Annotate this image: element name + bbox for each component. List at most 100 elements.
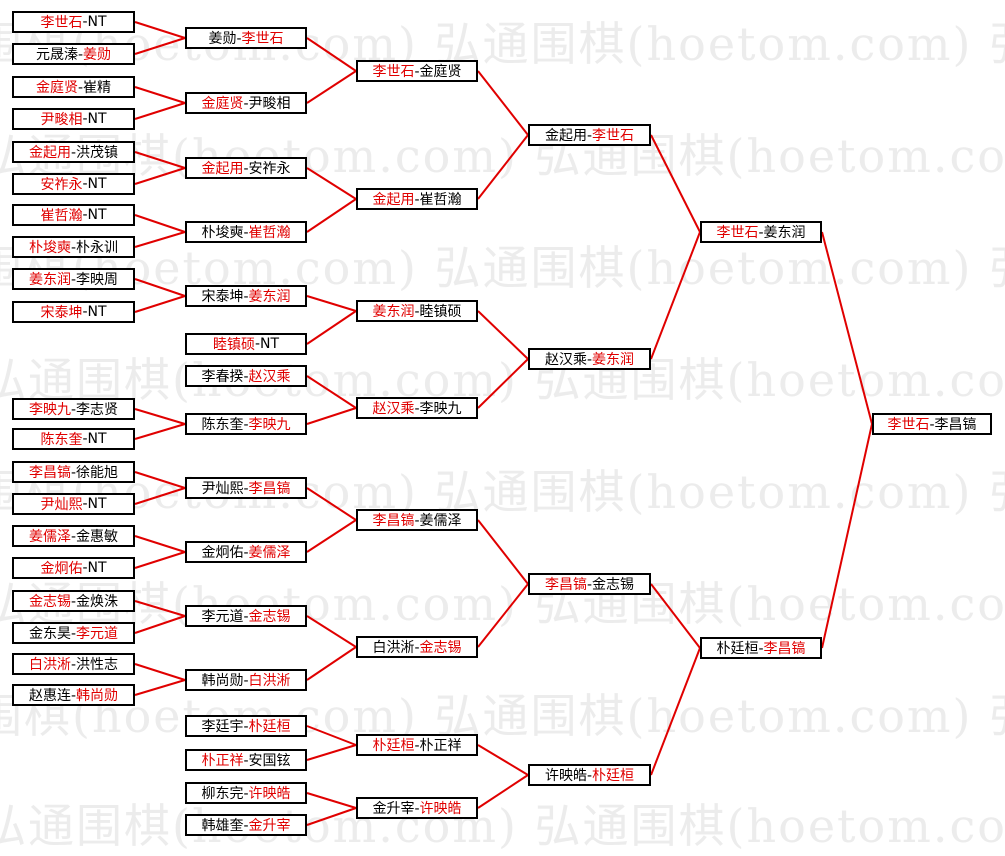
opponent-name: 李春揆- — [201, 369, 249, 385]
bracket-connector-line — [306, 792, 357, 809]
opponent-name: 赵汉乘- — [544, 352, 593, 368]
winner-name: 姜儒泽 — [248, 545, 291, 561]
opponent-name: -NT — [82, 176, 107, 192]
match-box-round-2: 李春揆-赵汉乘 — [185, 365, 307, 387]
winner-name: 姜东润 — [592, 352, 635, 368]
winner-name: 陈东奎 — [40, 432, 83, 448]
bracket-connector-line — [650, 583, 701, 649]
opponent-name: -朴永训 — [70, 240, 119, 256]
winner-name: 金庭贤 — [201, 96, 244, 112]
bracket-connector-line — [134, 231, 186, 248]
bracket-connector-line — [477, 358, 529, 409]
opponent-name: -NT — [82, 560, 107, 576]
bracket-connector-line — [477, 519, 529, 585]
opponent-name: -朴正祥 — [414, 738, 462, 754]
winner-name: 李世石 — [372, 64, 415, 80]
match-box-round-1: 安祚永-NT — [12, 173, 135, 195]
bracket-connector-line — [134, 86, 186, 104]
winner-name: 尹灿熙 — [40, 497, 83, 513]
winner-name: 白洪淅 — [28, 657, 71, 673]
winner-name: 赵汉乘 — [372, 401, 415, 417]
winner-name: 李世石 — [40, 15, 83, 31]
opponent-name: -李映九 — [414, 401, 462, 417]
opponent-name: -李映周 — [70, 272, 119, 288]
opponent-name: 宋泰坤- — [201, 289, 249, 305]
bracket-connector-line — [477, 310, 529, 360]
winner-name: 朴埈奭 — [28, 240, 71, 256]
opponent-name: 金起用- — [544, 128, 593, 144]
opponent-name: -姜东润 — [758, 225, 806, 241]
opponent-name: 李廷宇- — [201, 719, 249, 735]
bracket-connector-line — [477, 70, 529, 136]
winner-name: 朴廷桓 — [592, 768, 635, 784]
opponent-name: -NT — [82, 431, 107, 447]
opponent-name: -安祚永 — [243, 161, 291, 177]
bracket-connector-line — [306, 519, 357, 553]
match-box-round-1: 朴埈奭-朴永训 — [12, 236, 135, 258]
opponent-name: -NT — [254, 336, 280, 352]
match-box-round-2: 李廷宇-朴廷桓 — [185, 715, 307, 737]
winner-name: 李昌镐 — [248, 481, 291, 497]
opponent-name: -金志锡 — [586, 577, 635, 593]
bracket-connector-line — [477, 134, 529, 200]
match-box-round-2: 韩尚勋-白洪淅 — [185, 669, 307, 691]
opponent-name: -NT — [82, 207, 107, 223]
opponent-name: 李元道- — [201, 609, 249, 625]
winner-name: 李昌镐 — [544, 577, 587, 593]
bracket-connector-line — [477, 744, 529, 776]
match-box-round-2: 宋泰坤-姜东润 — [185, 285, 307, 307]
opponent-name: 韩雄奎- — [201, 818, 249, 834]
winner-name: 李昌镐 — [372, 513, 415, 529]
bracket-connector-line — [134, 423, 186, 440]
winner-name: 韩尚勋 — [76, 688, 119, 704]
bracket-connector-line — [134, 535, 186, 553]
winner-name: 姜勋 — [83, 47, 112, 63]
match-box-round-3: 金升宰-许映皓 — [356, 797, 478, 819]
match-box-round-2: 金起用-安祚永 — [185, 157, 307, 179]
match-box-round-5: 李世石-姜东润 — [700, 221, 822, 243]
match-box-round-1: 金起用-洪茂镇 — [12, 141, 135, 163]
opponent-name: 白洪淅- — [372, 640, 420, 656]
bracket-connector-line — [306, 615, 357, 648]
bracket-connector-line — [134, 167, 186, 185]
match-box-round-2: 李元道-金志锡 — [185, 605, 307, 627]
bracket-connector-line — [134, 151, 186, 169]
match-box-round-4: 金起用-李世石 — [528, 124, 651, 146]
winner-name: 金志锡 — [28, 594, 71, 610]
bracket-connector-line — [134, 679, 186, 696]
winner-name: 李世石 — [241, 31, 284, 47]
match-box-round-1: 李世石-NT — [12, 11, 135, 33]
winner-name: 金庭贤 — [35, 80, 78, 96]
bracket-connector-line — [134, 663, 186, 681]
bracket-connector-line — [306, 167, 357, 200]
bracket-connector-line — [134, 295, 186, 313]
winner-name: 李映九 — [28, 402, 71, 418]
opponent-name: 金炯佑- — [201, 545, 249, 561]
bracket-connector-line — [306, 310, 357, 345]
opponent-name: 元晟溱- — [35, 47, 84, 63]
bracket-connector-line — [821, 231, 873, 425]
opponent-name: -金庭贤 — [414, 64, 462, 80]
winner-name: 姜东润 — [372, 304, 415, 320]
match-box-round-1: 尹畯相-NT — [12, 108, 135, 130]
bracket-connector-line — [306, 198, 357, 233]
opponent-name: -李志贤 — [70, 402, 119, 418]
opponent-name: -尹畯相 — [243, 96, 291, 112]
winner-name: 李元道 — [76, 626, 119, 642]
match-box-round-1: 陈东奎-NT — [12, 428, 135, 450]
bracket-connector-line — [134, 21, 186, 39]
opponent-name: 姜勋- — [208, 31, 242, 47]
bracket-connector-line — [477, 583, 529, 648]
bracket-connector-line — [134, 615, 186, 634]
match-box-round-1: 元晟溱-姜勋 — [12, 43, 135, 65]
winner-name: 李世石 — [592, 128, 635, 144]
match-box-round-1: 金炯佑-NT — [12, 557, 135, 579]
winner-name: 金炯佑 — [40, 561, 83, 577]
bracket-connector-line — [306, 487, 357, 521]
bracket-connector-line — [134, 278, 186, 297]
winner-name: 睦镇硕 — [212, 337, 255, 353]
winner-name: 朴正祥 — [201, 753, 244, 769]
bracket-connector-line — [306, 407, 357, 425]
winner-name: 金志锡 — [419, 640, 462, 656]
